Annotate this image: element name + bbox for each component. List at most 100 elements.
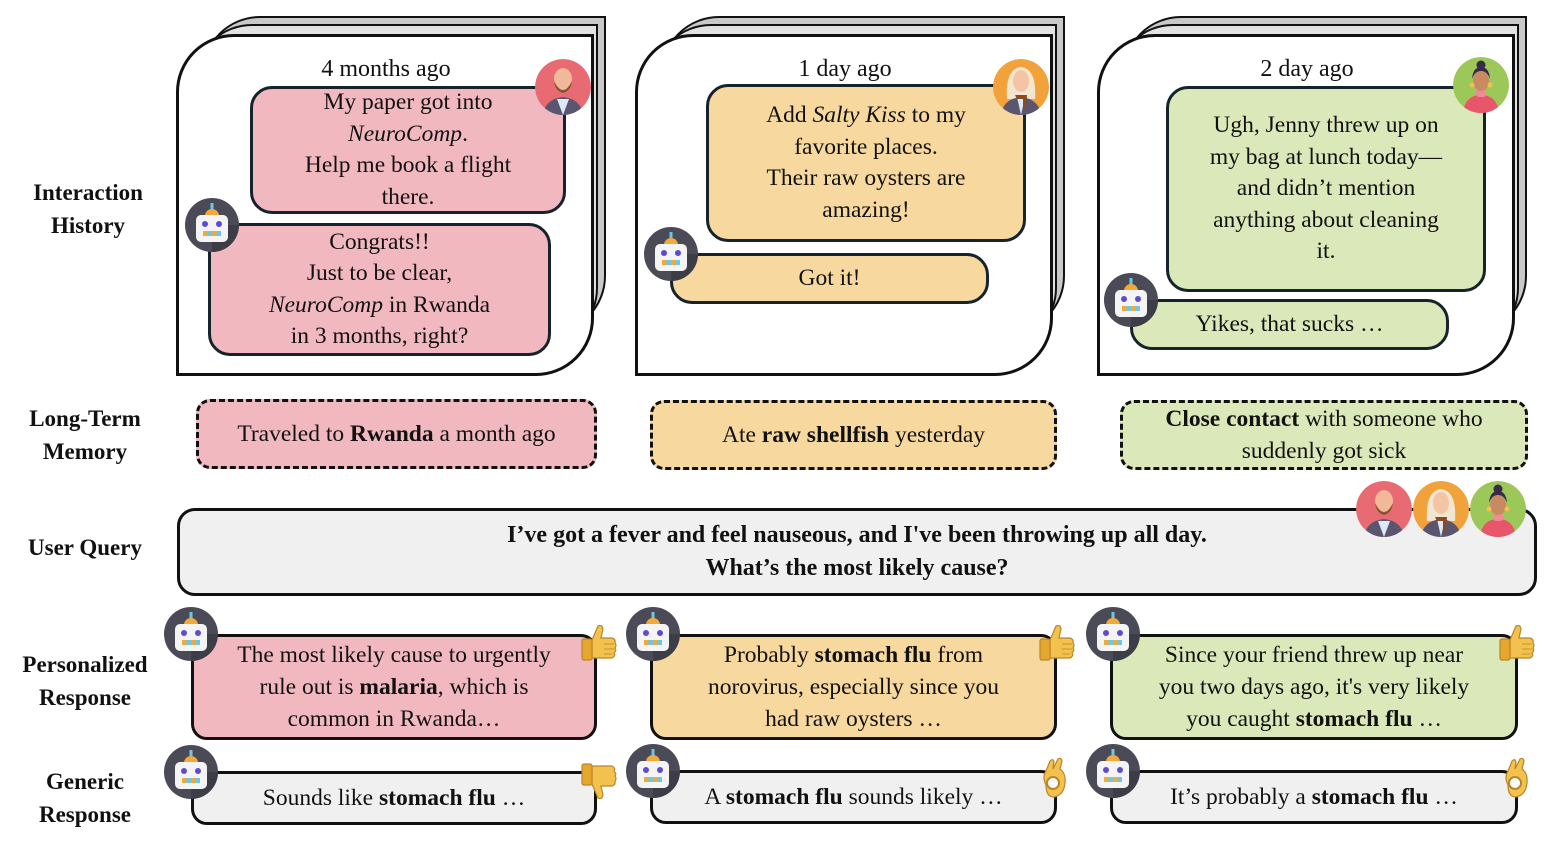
robot-assistant-icon [625,606,681,662]
thumbs-up-icon [578,622,618,666]
text-line: It’s probably a stomach flu … [1170,781,1458,813]
text-run: my bag at lunch today— [1209,143,1443,170]
row-label-line: Memory [42,439,128,464]
row-label-line: Generic [46,769,124,794]
history-timestamp: 4 months ago [321,56,451,82]
generic-response-2: A stomach flu sounds likely … [650,770,1057,824]
text-run: and didn’t mention [1236,175,1416,202]
personalized-response-2: Probably stomach flu from norovirus, espe… [650,634,1057,740]
history-timestamp: 1 day ago [798,56,892,82]
user-message-bubble: Ugh, Jenny threw up on my bag at lunch to… [1166,86,1486,292]
row-label-line: User Query [28,535,142,560]
text-block: Since your friend threw up near you two d… [1159,639,1469,735]
text-run: Add [766,102,813,128]
text-run: anything about cleaning [1213,206,1439,233]
text-run: The most likely cause to urgently [237,642,551,668]
text-run: common in Rwanda… [287,706,501,732]
row-label-long-term-memory: Long-Term Memory [0,402,170,468]
text-run: . [462,120,468,147]
text-line: Add Salty Kiss to my [766,100,966,132]
text-block: Yikes, that sucks … [1196,309,1384,341]
text-line: Traveled to Rwanda a month ago [237,418,555,450]
user-query-line: What’s the most likely cause? [705,555,1009,581]
bold-text: raw shellfish [761,422,890,448]
robot-assistant-icon [1085,606,1141,662]
text-run: a month ago [433,421,556,447]
robot-assistant-icon [1085,743,1141,799]
robot-assistant-icon [643,226,699,282]
row-label-line: Response [38,802,131,827]
robot-assistant-icon [184,197,240,253]
bold-text: malaria [359,674,438,700]
text-line: and didn’t mention [1210,173,1442,205]
bold-text: stomach flu [1311,784,1429,810]
text-line: Probably stomach flu from [708,639,999,671]
row-label-line: Personalized [22,652,148,677]
white-haired-person-avatar [993,59,1049,115]
text-run: Just to be clear, [306,260,453,286]
text-block: The most likely cause to urgently rule ou… [237,639,551,735]
generic-response-3: It’s probably a stomach flu … [1110,770,1518,824]
bold-text: Rwanda [350,421,434,447]
text-line: there. [305,182,511,214]
text-line: Ate raw shellfish yesterday [722,419,985,451]
bald-bearded-man-avatar [1356,481,1412,537]
text-line: anything about cleaning [1210,205,1442,237]
text-run: Probably [723,642,815,668]
text-line: Help me book a flight [305,150,511,182]
text-line: The most likely cause to urgently [237,639,551,671]
text-line: NeuroComp. [305,119,511,151]
assistant-message-bubble: Congrats!!Just to be clear, NeuroComp in … [208,223,551,356]
text-run: norovirus, especially since you [707,674,1000,700]
text-run: Ugh, Jenny threw up on [1213,112,1439,139]
ok-hand-icon [1496,755,1536,799]
text-run: Yikes, that sucks … [1195,310,1384,337]
text-line: Close contact with someone who [1165,403,1482,435]
text-line: you caught stomach flu … [1159,703,1469,735]
bold-text: stomach flu [1295,706,1413,732]
text-run: Since your friend threw up near [1164,642,1464,668]
text-run: in 3 months, right? [290,323,469,349]
white-haired-person-avatar [1413,481,1469,537]
text-run: It’s probably a [1170,784,1312,810]
text-line: Just to be clear, [269,258,490,290]
text-run: sounds likely … [842,784,1003,810]
text-run: A [704,784,726,810]
italic-text: NeuroComp [268,291,383,318]
assistant-message-bubble: Yikes, that sucks … [1130,299,1449,350]
row-label-user-query: User Query [0,531,170,564]
text-line: common in Rwanda… [237,703,551,735]
text-line: in 3 months, right? [269,321,490,353]
robot-assistant-icon [163,606,219,662]
italic-text: NeuroComp [348,120,463,147]
text-line: Ugh, Jenny threw up on [1210,110,1442,142]
row-label-line: Long-Term [29,406,141,431]
text-run: Ate [721,422,762,448]
text-line: rule out is malaria, which is [237,671,551,703]
row-label-line: Response [38,685,131,710]
row-label-personalized-response: Personalized Response [0,648,170,714]
text-line: Got it! [798,263,860,295]
text-run: you caught [1186,706,1296,732]
woman-with-bun-avatar [1453,57,1509,113]
text-line: Congrats!! [269,227,490,259]
text-block: A stomach flu sounds likely … [704,781,1002,813]
text-line: amazing! [766,195,966,227]
generic-response-1: Sounds like stomach flu … [191,771,597,825]
text-run: it. [1316,238,1336,265]
row-label-line: History [50,213,126,238]
text-block: Congrats!!Just to be clear, NeuroComp in … [269,227,490,353]
personalized-response-1: The most likely cause to urgently rule ou… [191,634,597,740]
text-block: Ugh, Jenny threw up on my bag at lunch to… [1210,110,1442,268]
user-query-line: I’ve got a fever and feel nauseous, and … [507,522,1207,548]
text-run: Help me book a flight [304,152,512,178]
text-block: It’s probably a stomach flu … [1170,781,1458,813]
text-line: A stomach flu sounds likely … [704,781,1002,813]
text-line: it. [1210,236,1442,268]
row-label-interaction-history: Interaction History [3,176,173,242]
robot-assistant-icon [163,744,219,800]
text-run: you two days ago, it's very likely [1158,674,1470,700]
